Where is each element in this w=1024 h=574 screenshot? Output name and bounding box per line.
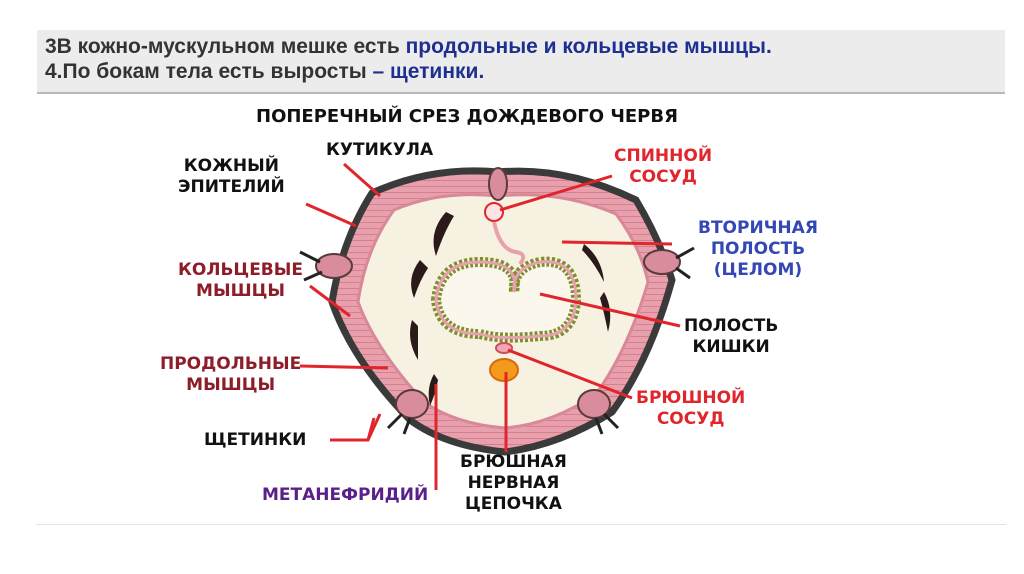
ventral-nerve-cord bbox=[490, 359, 518, 381]
label-gut-cavity-line1: ПОЛОСТЬ bbox=[684, 316, 778, 337]
label-circular-muscles: КОЛЬЦЕВЫЕ МЫШЦЫ bbox=[178, 260, 303, 302]
label-coelom-line2: ПОЛОСТЬ bbox=[698, 239, 818, 260]
label-gut-cavity-line2: КИШКИ bbox=[684, 337, 778, 358]
label-ventral-nerve-cord-line2: НЕРВНАЯ bbox=[460, 473, 567, 494]
diagram-title: ПОПЕРЕЧНЫЙ СРЕЗ ДОЖДЕВОГО ЧЕРВЯ bbox=[256, 106, 678, 127]
label-ventral-vessel-line1: БРЮШНОЙ bbox=[636, 388, 745, 409]
label-dorsal-vessel-line1: СПИННОЙ bbox=[614, 146, 712, 167]
label-longitudinal-muscles-line1: ПРОДОЛЬНЫЕ bbox=[160, 354, 301, 375]
label-gut-cavity: ПОЛОСТЬ КИШКИ bbox=[684, 316, 778, 358]
label-longitudinal-muscles: ПРОДОЛЬНЫЕ МЫШЦЫ bbox=[160, 354, 301, 396]
label-ventral-nerve-cord-line1: БРЮШНАЯ bbox=[460, 452, 567, 473]
label-ventral-nerve-cord: БРЮШНАЯ НЕРВНАЯ ЦЕПОЧКА bbox=[460, 452, 567, 515]
label-skin-epithelium: КОЖНЫЙ ЭПИТЕЛИЙ bbox=[178, 156, 285, 198]
label-skin-epithelium-line1: КОЖНЫЙ bbox=[178, 156, 285, 177]
gut-wall bbox=[436, 262, 576, 338]
label-ventral-vessel: БРЮШНОЙ СОСУД bbox=[636, 388, 745, 430]
label-circular-muscles-line1: КОЛЬЦЕВЫЕ bbox=[178, 260, 303, 281]
label-metanephridium: МЕТАНЕФРИДИЙ bbox=[262, 485, 428, 506]
dorsal-vessel bbox=[485, 203, 503, 221]
label-dorsal-vessel: СПИННОЙ СОСУД bbox=[614, 146, 712, 188]
label-coelom: ВТОРИЧНАЯ ПОЛОСТЬ (ЦЕЛОМ) bbox=[698, 218, 818, 281]
label-skin-epithelium-line2: ЭПИТЕЛИЙ bbox=[178, 177, 285, 198]
label-coelom-line1: ВТОРИЧНАЯ bbox=[698, 218, 818, 239]
label-ventral-vessel-line2: СОСУД bbox=[636, 409, 745, 430]
label-dorsal-vessel-line2: СОСУД bbox=[614, 167, 712, 188]
label-circular-muscles-line2: МЫШЦЫ bbox=[178, 281, 303, 302]
label-setae: ЩЕТИНКИ bbox=[204, 430, 306, 451]
label-longitudinal-muscles-line2: МЫШЦЫ bbox=[160, 375, 301, 396]
label-cuticle: КУТИКУЛА bbox=[326, 140, 433, 161]
label-coelom-line3: (ЦЕЛОМ) bbox=[698, 260, 818, 281]
label-ventral-nerve-cord-line3: ЦЕПОЧКА bbox=[460, 494, 567, 515]
